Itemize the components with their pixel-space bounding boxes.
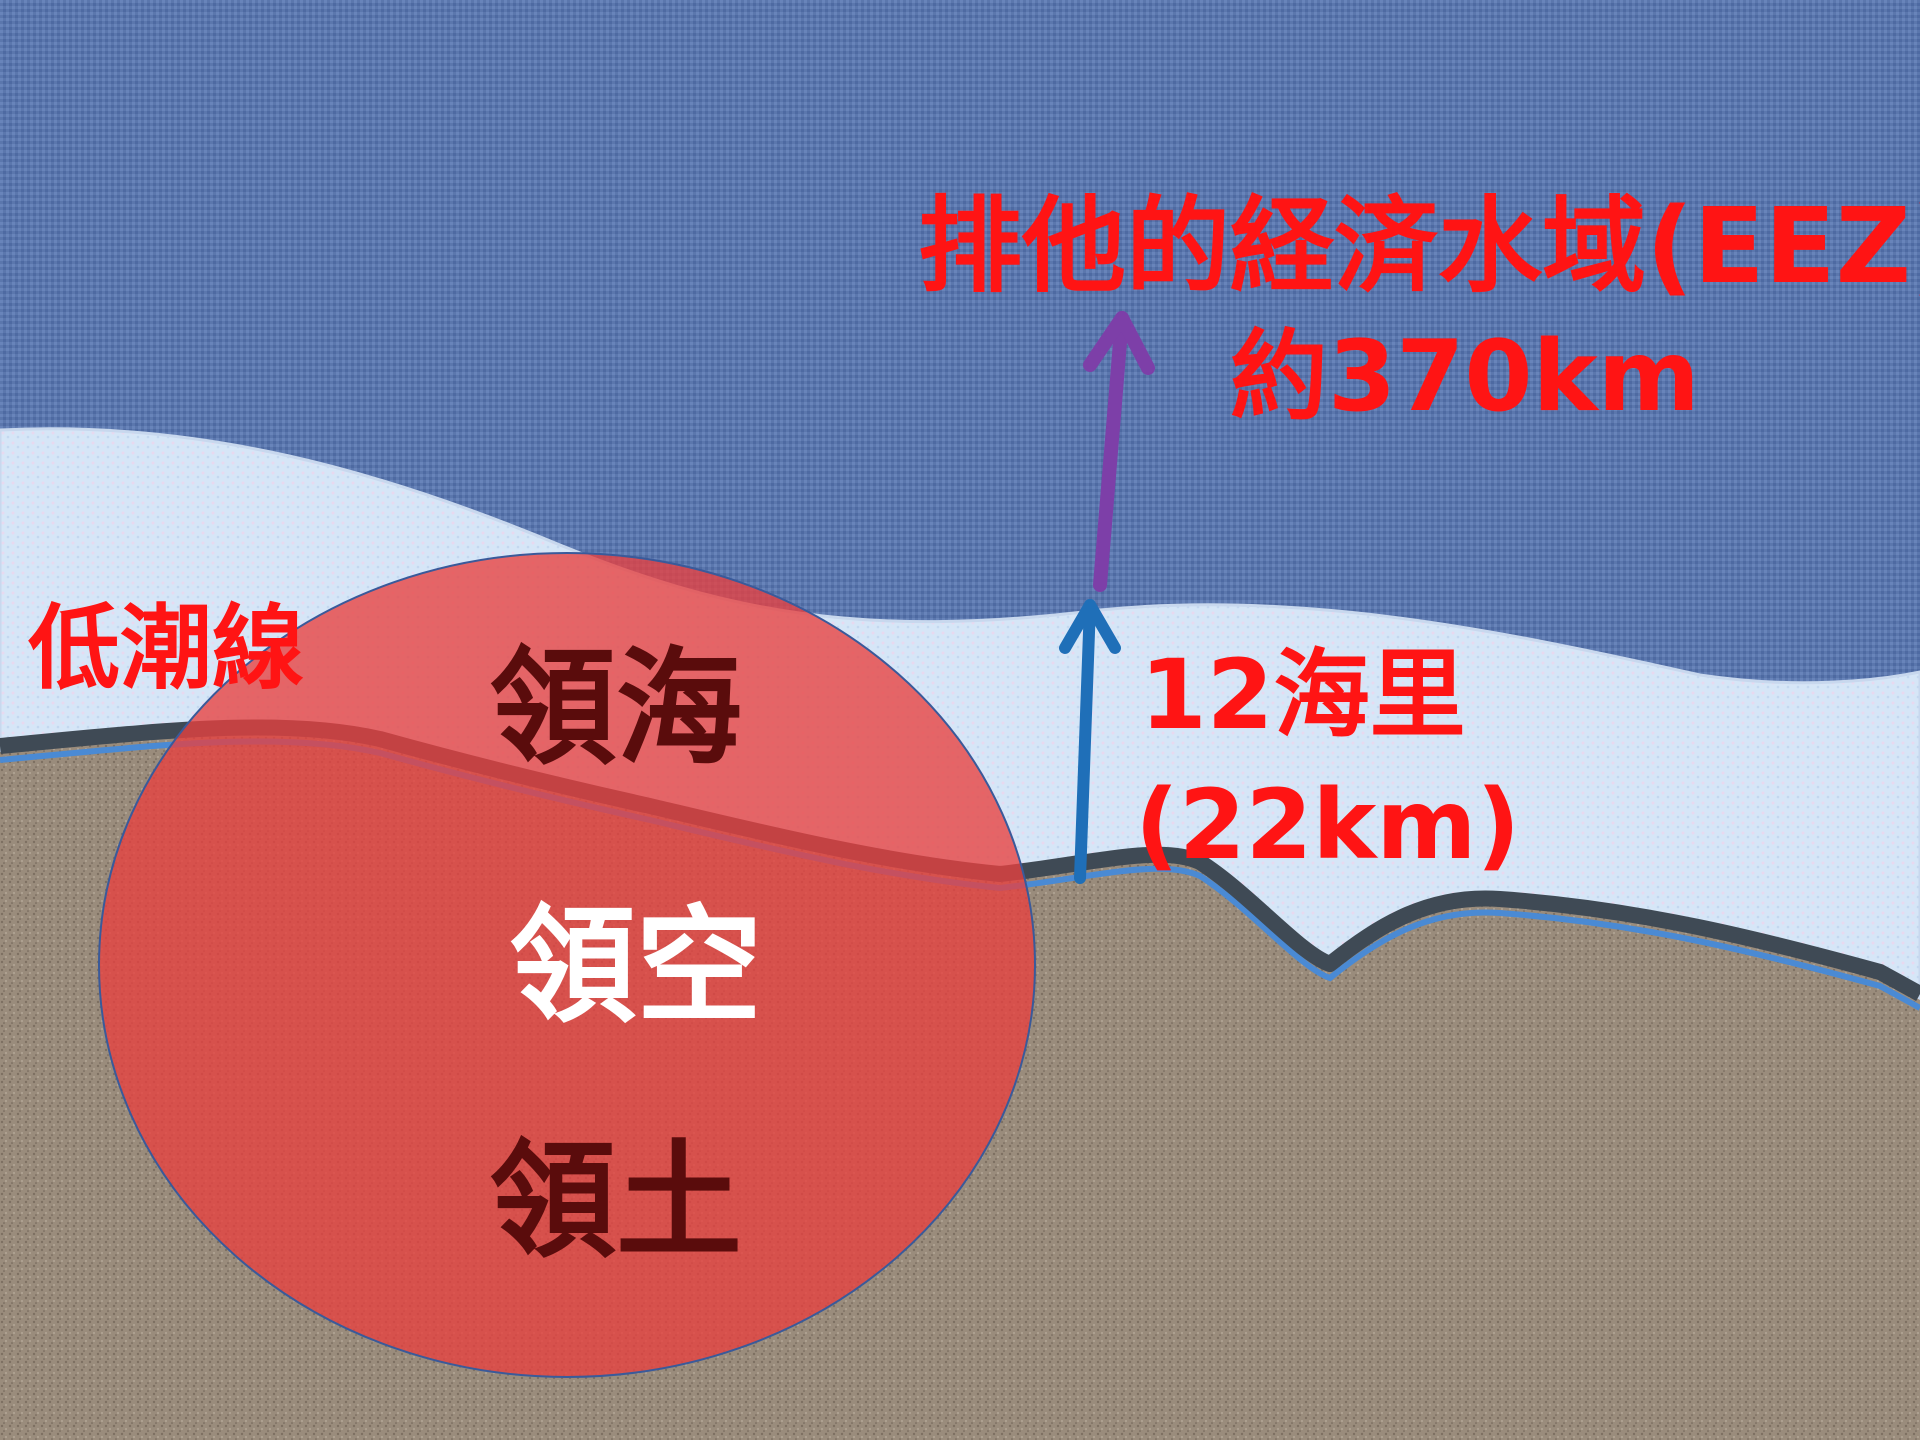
eez-distance-label: 約370km [1230, 320, 1700, 434]
territory-label: 領土 [490, 1128, 742, 1275]
territorial-sea-label: 領海 [490, 635, 742, 782]
twelve-nm-arrow [1059, 599, 1121, 884]
twelve-nm-km-label: (22km) [1135, 769, 1520, 881]
territorial-airspace-label: 領空 [510, 893, 762, 1040]
eez-arrow [1083, 311, 1155, 592]
twelve-nm-label: 12海里 [1140, 639, 1466, 751]
low-tide-line-label: 低潮線 [28, 595, 304, 702]
sovereignty-circle [98, 552, 1036, 1378]
eez-label: 排他的経済水域(EEZ) [918, 185, 1920, 307]
